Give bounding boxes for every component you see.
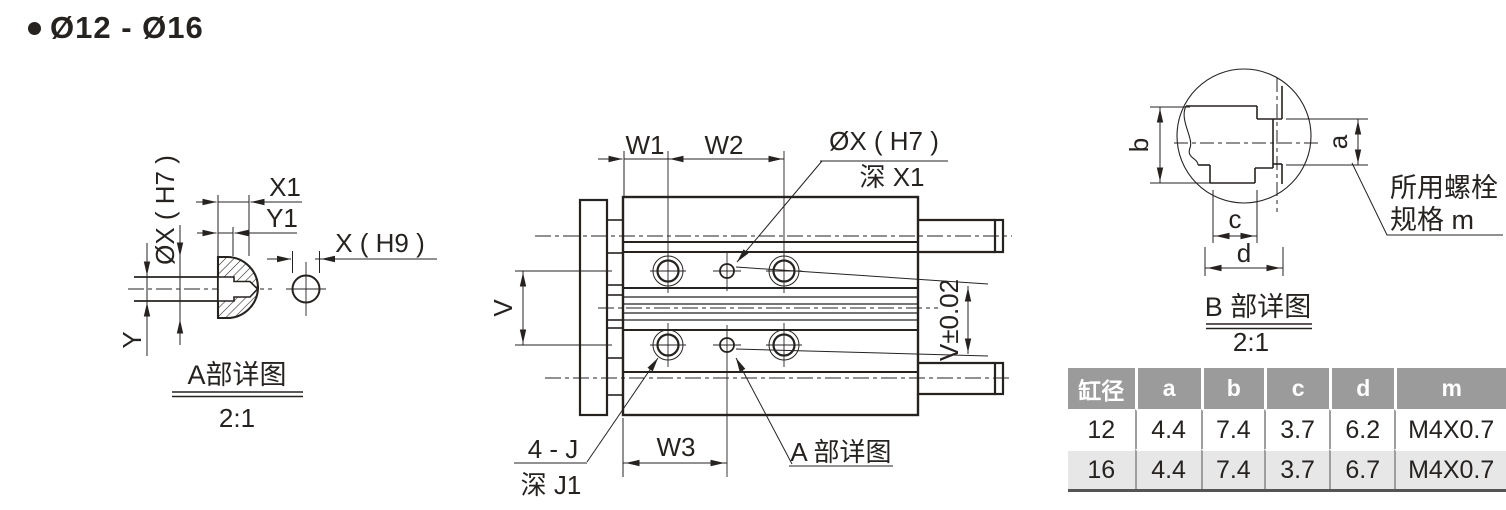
cell-bore-12: 12 — [1068, 409, 1135, 449]
v-tolerance-dimension — [735, 266, 989, 357]
detail-view-b — [1150, 68, 1503, 330]
cell-m: M4X0.7 — [1394, 449, 1506, 489]
w2-label: W2 — [705, 130, 744, 160]
thread-spec-line2: 深 J1 — [521, 470, 582, 500]
header-m: m — [1394, 368, 1506, 409]
w3-dimension — [622, 418, 727, 477]
x1-dimension — [196, 195, 302, 256]
a-dimension — [1286, 118, 1368, 166]
bullet-icon — [28, 21, 41, 35]
table-header-row: 缸径 a b c d m — [1068, 368, 1506, 409]
v-label: V — [488, 299, 518, 317]
main-view — [514, 151, 1012, 477]
b-dimension — [1150, 106, 1214, 184]
b-label: b — [1124, 138, 1154, 152]
detail-a-ref-leader — [735, 357, 893, 467]
pin-stem-lines — [134, 276, 218, 302]
detail-b-circle — [1176, 68, 1312, 204]
dowel-hole-leader — [736, 160, 948, 263]
thread-leader — [514, 357, 659, 464]
header-c: c — [1263, 368, 1330, 409]
bolt-note-leader — [1351, 162, 1503, 236]
detail-a-y-label: Y — [117, 331, 147, 348]
spacer-tabs — [607, 219, 623, 396]
cell-c: 3.7 — [1263, 449, 1330, 489]
cell-a: 4.4 — [1134, 409, 1201, 449]
cell-d: 6.7 — [1329, 449, 1395, 489]
detail-a-xh9-label: X ( H9 ) — [335, 228, 425, 258]
v-tolerance-label: V±0.02 — [934, 279, 964, 361]
detail-a-ref-label: A 部详图 — [790, 437, 891, 467]
body-groove-lines — [623, 296, 918, 321]
detail-a-title: A部详图 — [187, 360, 286, 390]
header-a: a — [1134, 368, 1201, 409]
detail-b-title-underline — [1206, 323, 1312, 330]
cell-a: 4.4 — [1134, 449, 1201, 489]
detail-view-a — [128, 195, 437, 398]
cell-c: 3.7 — [1263, 409, 1330, 449]
detail-b-title: B 部详图 — [1205, 292, 1312, 322]
a-label: a — [1323, 134, 1353, 149]
w1-w2-dimension — [598, 151, 784, 196]
d-dimension — [1204, 247, 1284, 276]
bolt-note-line2: 规格 m — [1390, 205, 1474, 235]
header-bore: 缸径 — [1068, 368, 1135, 409]
bottom-rod — [918, 361, 1005, 396]
cylinder-body — [621, 195, 920, 417]
detail-a-y1-label: Y1 — [266, 203, 298, 233]
detail-a-scale: 2:1 — [219, 403, 255, 433]
centerlines — [535, 235, 1012, 379]
hole-crosshairs — [650, 151, 802, 477]
t-slot-profile — [1183, 86, 1283, 184]
top-rod — [918, 218, 1005, 254]
hole-spec-line1: ØX ( H7 ) — [829, 126, 939, 156]
c-label: c — [1229, 204, 1242, 234]
xh9-dimension — [267, 251, 437, 273]
page-title: Ø12 - Ø16 — [28, 10, 204, 46]
cell-d: 6.2 — [1329, 409, 1395, 449]
body-rail-lines — [623, 241, 918, 373]
bolt-note-line1: 所用螺栓 — [1390, 173, 1498, 203]
header-b: b — [1200, 368, 1264, 409]
dia-x-dimension — [143, 225, 184, 356]
v-dimension — [515, 270, 612, 346]
hole-spec-line2: 深 X1 — [859, 162, 924, 192]
detail-a-dia-label: ØX ( H7 ) — [150, 155, 180, 265]
cell-b: 7.4 — [1200, 409, 1264, 449]
c-dimension — [1212, 190, 1258, 243]
table-row: 16 4.4 7.4 3.7 6.7 M4X0.7 — [1068, 449, 1506, 489]
page-title-text: Ø12 - Ø16 — [50, 10, 204, 45]
detail-a-x1-label: X1 — [269, 172, 301, 202]
w1-label: W1 — [626, 130, 665, 160]
table-row: 12 4.4 7.4 3.7 6.2 M4X0.7 — [1068, 409, 1506, 449]
d-label: d — [1237, 238, 1251, 268]
cell-bore-16: 16 — [1068, 449, 1135, 489]
dome-notch — [217, 276, 259, 302]
cell-b: 7.4 — [1200, 449, 1264, 489]
thread-spec-line1: 4 - J — [528, 434, 579, 464]
xh9-crosshair — [286, 262, 326, 316]
detail-a-title-underline — [172, 391, 303, 398]
w3-label: W3 — [657, 432, 696, 462]
detail-b-centerlines — [1174, 78, 1318, 212]
y1-dimension — [197, 227, 297, 256]
cell-m: M4X0.7 — [1394, 409, 1506, 449]
dimension-table: 缸径 a b c d m 12 4.4 7.4 3.7 6.2 M4X0.7 1… — [1068, 368, 1506, 492]
header-d: d — [1329, 368, 1395, 409]
detail-b-scale: 2:1 — [1233, 327, 1269, 357]
